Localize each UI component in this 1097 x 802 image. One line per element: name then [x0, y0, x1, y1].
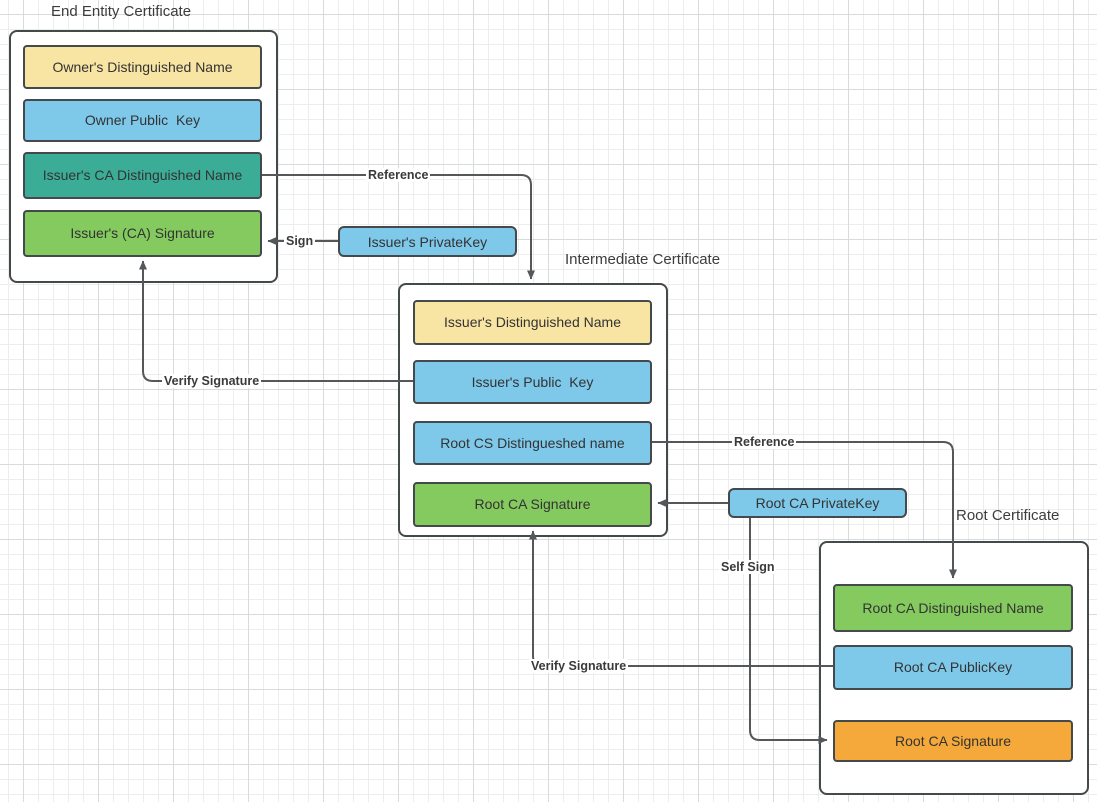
edge-label-verify-signature-1: Verify Signature [162, 374, 262, 388]
field-issuers-public-key: Issuer's Public Key [413, 360, 652, 404]
edge-label-reference-2: Reference [732, 435, 797, 449]
field-owner-public-key: Owner Public Key [23, 99, 262, 142]
root-certificate-title: Root Certificate [956, 507, 1060, 524]
edge-label-sign: Sign [284, 234, 316, 248]
field-root-cs-distingueshed-name: Root CS Distingueshed name [413, 421, 652, 465]
field-issuers-distinguished-name: Issuer's Distinguished Name [413, 300, 652, 345]
field-root-ca-signature-root: Root CA Signature [833, 720, 1073, 762]
field-root-ca-distinguished-name: Root CA Distinguished Name [833, 584, 1073, 632]
field-issuers-ca-signature: Issuer's (CA) Signature [23, 210, 262, 257]
edge-self-sign [749, 518, 828, 744]
edge-label-reference-1: Reference [366, 168, 431, 182]
edge-label-self-sign: Self Sign [719, 560, 777, 574]
root-ca-private-key-box: Root CA PrivateKey [728, 488, 907, 518]
field-owners-distinguished-name: Owner's Distinguished Name [23, 45, 262, 89]
edge-verify-signature-intermediate [139, 260, 413, 382]
field-root-ca-publickey: Root CA PublicKey [833, 645, 1073, 690]
end-entity-certificate-title: End Entity Certificate [51, 3, 192, 20]
edge-reference-intermediate-to-root [652, 441, 957, 579]
field-issuers-ca-distinguished-name: Issuer's CA Distinguished Name [23, 152, 262, 199]
edge-verify-signature-root [529, 530, 833, 667]
field-root-ca-signature-intermediate: Root CA Signature [413, 482, 652, 527]
intermediate-certificate-title: Intermediate Certificate [565, 251, 721, 268]
edge-label-verify-signature-2: Verify Signature [529, 659, 629, 673]
edge-reference-end-to-intermediate [262, 174, 535, 280]
issuers-private-key-box: Issuer's PrivateKey [338, 226, 517, 257]
